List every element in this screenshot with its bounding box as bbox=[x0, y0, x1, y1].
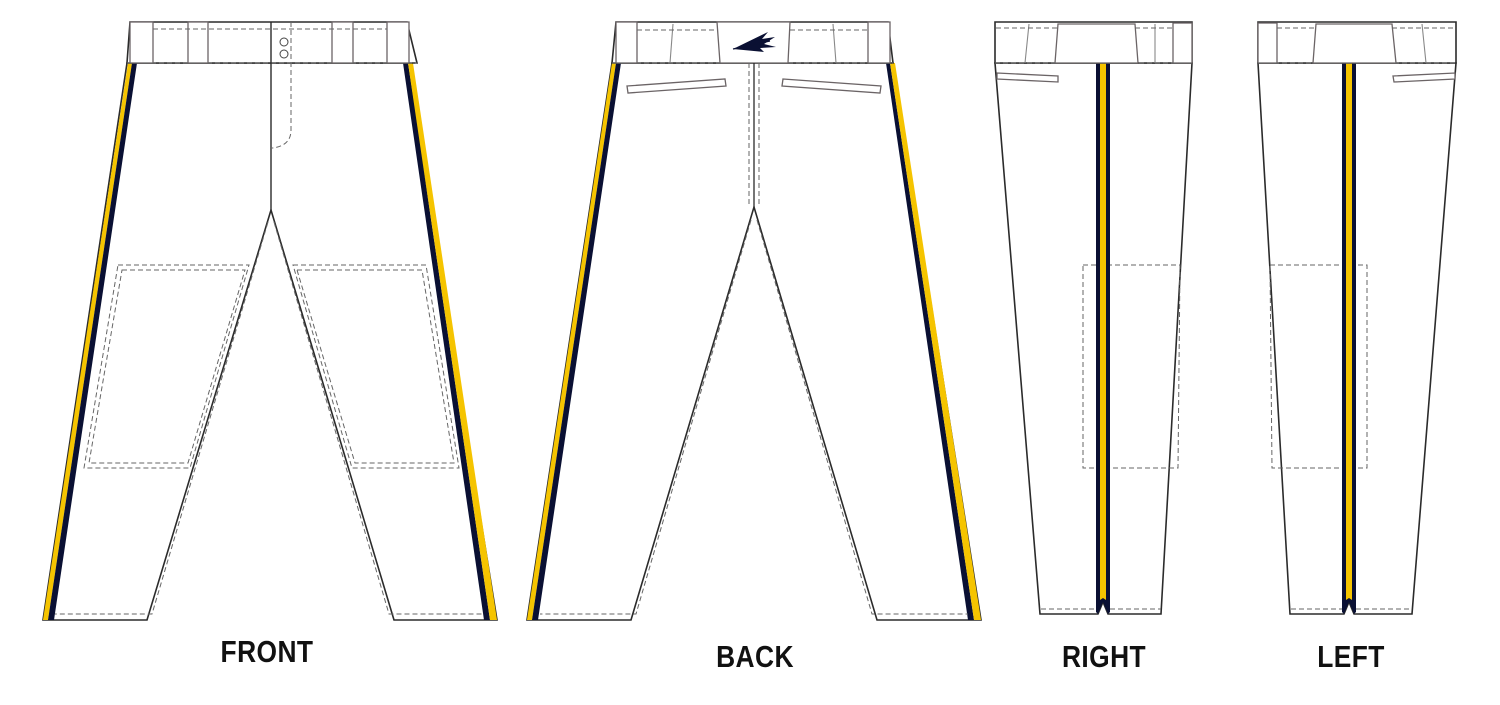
front-label: FRONT bbox=[220, 634, 314, 669]
back-left-navy-stripe bbox=[532, 63, 621, 620]
triple-arrow-logo-icon bbox=[732, 32, 776, 52]
front-waistband-end-left bbox=[129, 21, 154, 64]
left-pocket bbox=[1392, 72, 1456, 83]
front-pants-body bbox=[42, 62, 498, 621]
right-knee-patch bbox=[1082, 264, 1181, 469]
back-waistband-end-right bbox=[867, 21, 891, 64]
left-pants-body bbox=[1257, 62, 1457, 615]
right-pants-body bbox=[994, 62, 1193, 615]
stitch-line bbox=[756, 219, 968, 615]
right-gold-stripe bbox=[1100, 63, 1106, 600]
right-waistband-panel bbox=[1054, 23, 1139, 64]
back-right-navy-stripe bbox=[886, 63, 974, 620]
front-waistband-end-right bbox=[386, 21, 410, 64]
stitch-line bbox=[540, 219, 752, 615]
front-belt-loop bbox=[331, 21, 354, 64]
back-left-gold-stripe bbox=[527, 63, 616, 620]
outline-detail bbox=[1172, 22, 1193, 64]
outline-detail bbox=[1024, 23, 1030, 64]
right-pocket bbox=[996, 72, 1059, 83]
front-waistband bbox=[126, 21, 419, 64]
front-right-gold-stripe bbox=[408, 63, 497, 620]
left-knee-patch bbox=[1269, 264, 1368, 469]
front-left-navy-stripe bbox=[48, 63, 137, 620]
back-view bbox=[526, 21, 982, 621]
left-waistband-panel bbox=[1312, 23, 1397, 64]
back-right-gold-stripe bbox=[890, 63, 981, 620]
stitch-line bbox=[55, 221, 269, 615]
left-gold-stripe bbox=[1346, 63, 1352, 600]
button-icon bbox=[279, 49, 289, 59]
stitch-line bbox=[273, 221, 483, 615]
outline-detail bbox=[732, 40, 771, 50]
front-left-gold-stripe bbox=[43, 63, 132, 620]
stitch-line bbox=[296, 269, 455, 464]
outline-detail bbox=[1421, 23, 1427, 64]
front-right-knee-patch bbox=[292, 264, 460, 469]
stitch-line bbox=[88, 269, 246, 464]
left-label: LEFT bbox=[1317, 639, 1385, 674]
back-right-pocket bbox=[781, 78, 882, 94]
right-view bbox=[994, 21, 1193, 615]
button-icon bbox=[279, 37, 289, 47]
front-right-navy-stripe bbox=[403, 63, 490, 620]
front-view bbox=[42, 21, 498, 621]
outline-detail bbox=[1257, 22, 1278, 64]
front-fly-stitch bbox=[271, 22, 292, 149]
back-left-pocket bbox=[626, 78, 727, 94]
right-label: RIGHT bbox=[1061, 639, 1147, 674]
back-label: BACK bbox=[716, 639, 794, 674]
left-view bbox=[1257, 21, 1457, 615]
front-belt-loop bbox=[187, 21, 209, 64]
back-waistband-end-left bbox=[615, 21, 638, 64]
